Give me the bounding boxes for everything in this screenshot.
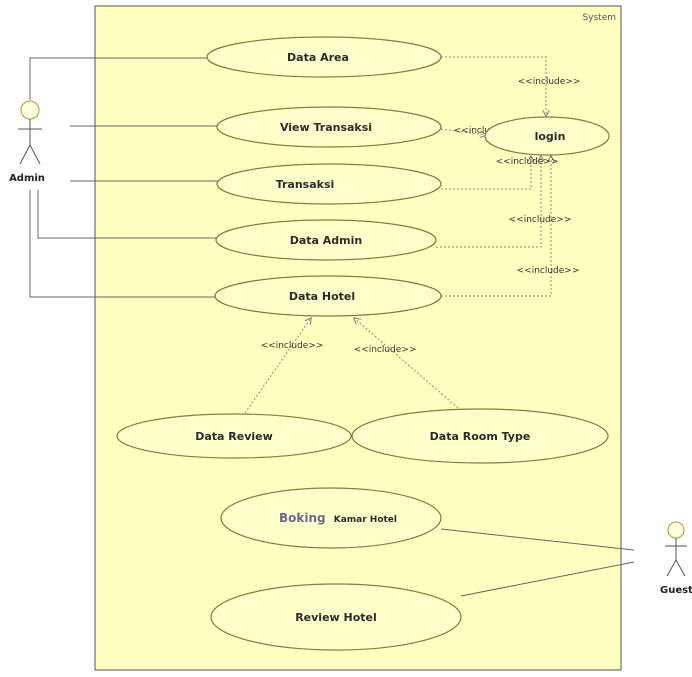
usecase-data-hotel-label: Data Hotel — [289, 290, 355, 303]
actor-guest[interactable] — [665, 521, 687, 577]
usecase-boking-kamar-hotel-label: Boking Kamar Hotel — [279, 507, 397, 526]
include-label-area: <<include>> — [518, 77, 581, 87]
include-label-admin: <<include>> — [509, 215, 572, 225]
admin-associations — [29, 57, 218, 298]
usecase-data-room-type[interactable]: Data Room Type — [351, 408, 609, 464]
include-label-roomtype: <<include>> — [354, 345, 417, 355]
usecase-boking-kamar-hotel[interactable]: Boking Kamar Hotel — [220, 487, 442, 549]
system-label: System — [582, 13, 616, 23]
system-boundary — [94, 5, 622, 671]
usecase-data-area-label: Data Area — [287, 51, 349, 64]
usecase-review-hotel[interactable]: Review Hotel — [210, 583, 462, 651]
usecase-login[interactable]: login — [484, 116, 610, 156]
include-dependencies-login — [436, 56, 551, 297]
usecase-view-transaksi-label: View Transaksi — [280, 121, 372, 134]
usecase-transaksi[interactable]: Transaksi — [216, 163, 442, 205]
usecase-data-review[interactable]: Data Review — [116, 413, 352, 459]
actor-admin[interactable] — [18, 100, 42, 165]
usecase-login-label: login — [535, 130, 566, 143]
guest-associations — [440, 528, 635, 597]
usecase-view-transaksi[interactable]: View Transaksi — [216, 106, 442, 148]
usecase-data-hotel[interactable]: Data Hotel — [214, 275, 442, 317]
actor-guest-head — [667, 521, 685, 539]
usecase-data-area[interactable]: Data Area — [206, 36, 442, 78]
usecase-data-admin[interactable]: Data Admin — [215, 219, 437, 261]
usecase-review-hotel-label: Review Hotel — [295, 611, 377, 624]
include-label-view: <<include>> — [454, 126, 517, 136]
actor-admin-head — [20, 100, 40, 120]
usecase-data-review-label: Data Review — [195, 430, 273, 443]
include-dependencies-hotel — [244, 318, 459, 414]
actor-admin-label: Admin — [9, 173, 45, 184]
usecase-transaksi-label: Transaksi — [276, 178, 335, 191]
include-label-review: <<include>> — [261, 341, 324, 351]
usecase-data-room-type-label: Data Room Type — [430, 430, 531, 443]
include-label-hotel: <<include>> — [517, 266, 580, 276]
usecase-data-admin-label: Data Admin — [290, 234, 363, 247]
include-label-transaksi: <<include>> — [496, 157, 559, 167]
actor-guest-label: Guest — [660, 585, 692, 596]
